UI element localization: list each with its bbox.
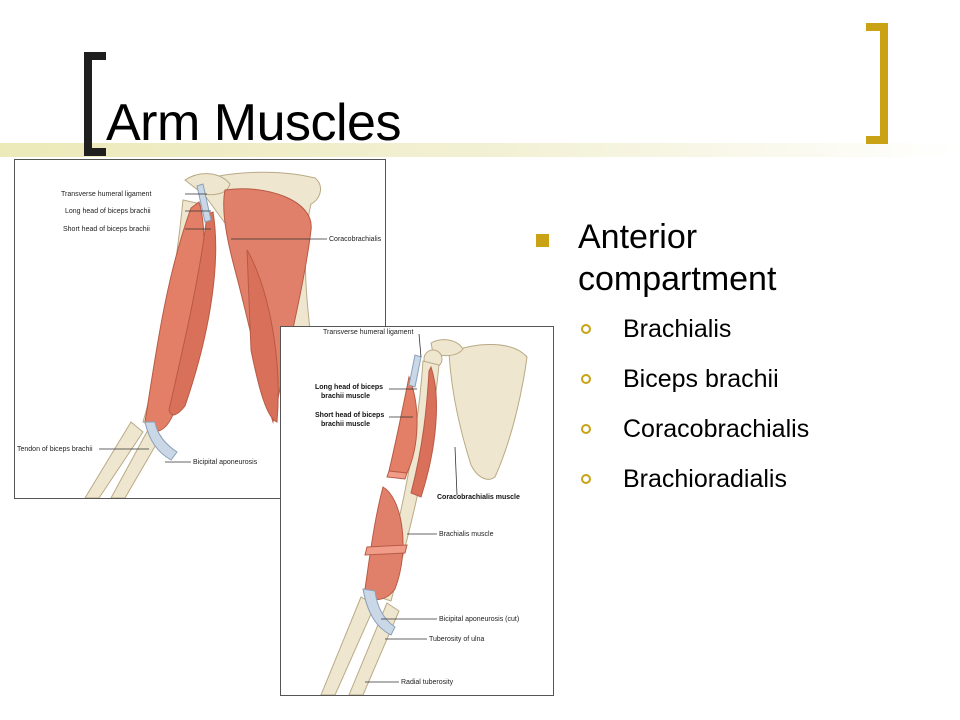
ring-bullet-icon — [581, 374, 591, 384]
anatomy-figure-brachialis: Transverse humeral ligament Long head of… — [280, 326, 554, 696]
label-tendon-biceps: Tendon of biceps brachii — [17, 446, 93, 453]
sub-bullet-text: Biceps brachii — [623, 365, 779, 393]
sub-bullet-item: Coracobrachialis — [578, 414, 930, 444]
title-bracket-left — [84, 52, 106, 156]
bullet-text-line-2: compartment — [578, 260, 777, 298]
arm-illustration-1: Transverse humeral ligament Long head of… — [17, 171, 382, 498]
sub-bullet-text: Brachialis — [623, 315, 732, 343]
label-radial-tuberosity: Radial tuberosity — [401, 679, 454, 686]
label-coracobrachialis-muscle: Coracobrachialis muscle — [437, 494, 520, 501]
slide-title: Arm Muscles — [106, 94, 401, 152]
title-bracket-right — [866, 23, 888, 144]
ring-bullet-icon — [581, 424, 591, 434]
square-bullet-icon — [536, 234, 549, 247]
label-short-head-biceps: Short head of biceps brachii — [63, 226, 150, 233]
sub-bullet-text: Coracobrachialis — [623, 415, 810, 443]
label-long-head-biceps-2: brachii muscle — [321, 393, 370, 400]
bullet-anterior-compartment: Anterior compartment — [530, 216, 930, 300]
label-bicipital-aponeurosis: Bicipital aponeurosis — [193, 459, 258, 466]
ring-bullet-icon — [581, 324, 591, 334]
label-brachialis-muscle: Brachialis muscle — [439, 531, 494, 538]
label-tuberosity-of-ulna: Tuberosity of ulna — [429, 636, 484, 643]
bullet-list: Anterior compartment Brachialis Biceps b… — [530, 216, 930, 514]
label-short-head-biceps-2: brachii muscle — [321, 421, 370, 428]
label-transverse-humeral-ligament: Transverse humeral ligament — [61, 191, 151, 198]
arm-illustration-2: Transverse humeral ligament Long head of… — [315, 329, 528, 695]
sub-bullet-item: Biceps brachii — [578, 364, 930, 394]
label-transverse-humeral-ligament-2: Transverse humeral ligament — [323, 329, 413, 336]
sub-bullet-list: Brachialis Biceps brachii Coracobrachial… — [530, 314, 930, 494]
sub-bullet-item: Brachioradialis — [578, 464, 930, 494]
label-coracobrachialis: Coracobrachialis — [329, 236, 382, 243]
sub-bullet-text: Brachioradialis — [623, 465, 787, 493]
title-underline-band — [0, 143, 960, 157]
sub-bullet-item: Brachialis — [578, 314, 930, 344]
label-short-head-biceps-1: Short head of biceps — [315, 412, 384, 419]
label-long-head-biceps: Long head of biceps brachii — [65, 208, 151, 215]
ring-bullet-icon — [581, 474, 591, 484]
label-long-head-biceps-1: Long head of biceps — [315, 384, 383, 391]
label-bicipital-aponeurosis-cut: Bicipital aponeurosis (cut) — [439, 616, 519, 623]
bullet-text-line-1: Anterior — [578, 218, 698, 256]
